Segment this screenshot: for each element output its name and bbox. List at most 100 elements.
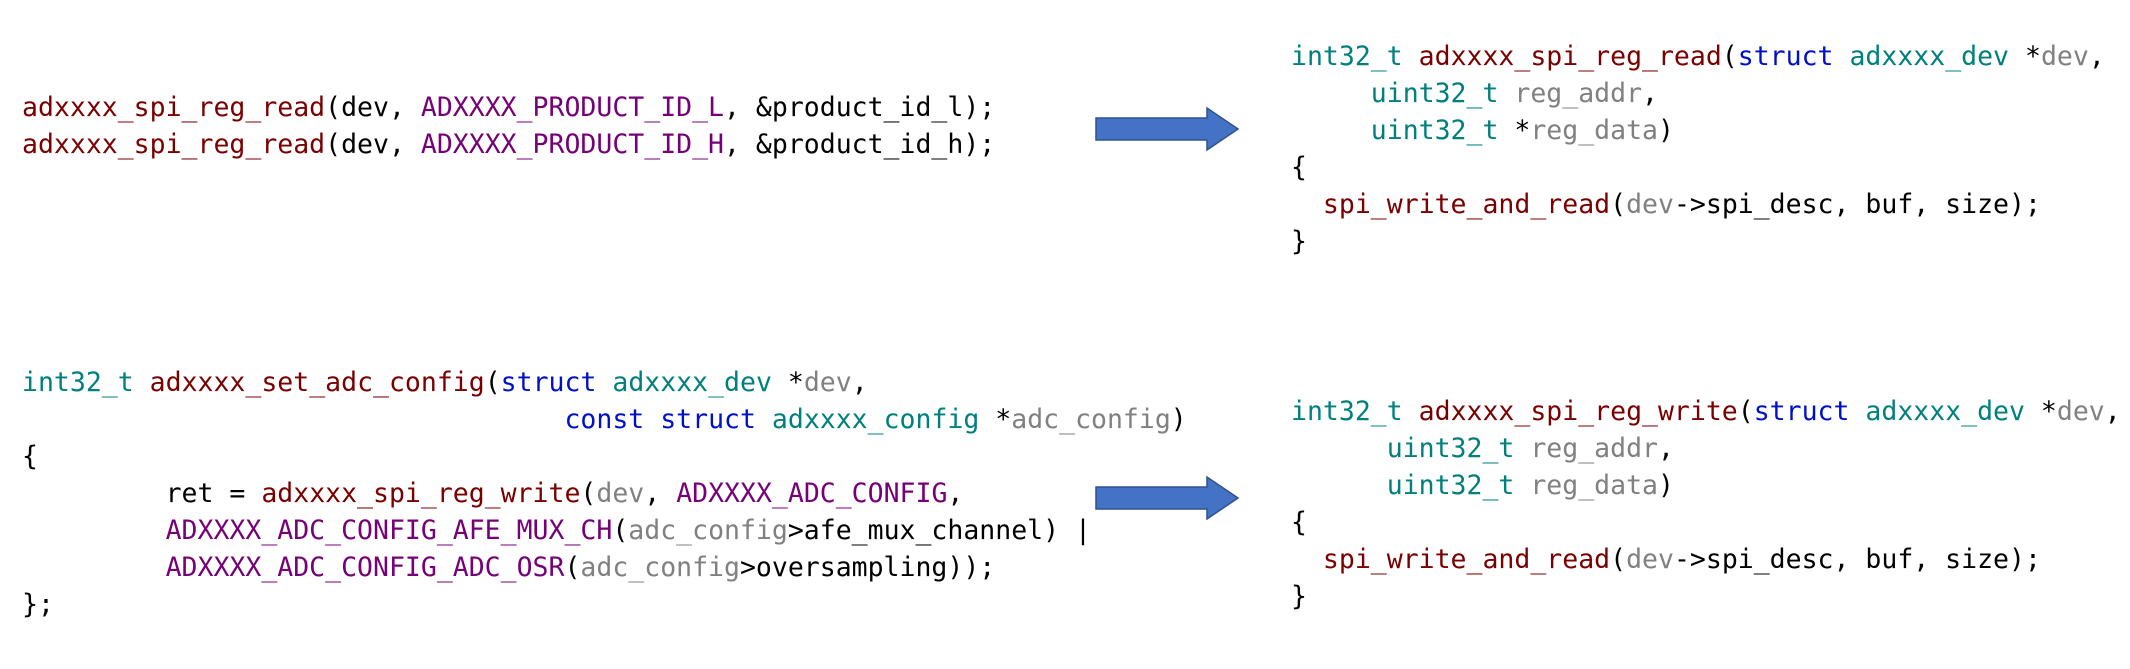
code-token: ( (580, 478, 597, 509)
code-token: , &product_id_l); (724, 92, 996, 123)
code-token: struct (500, 367, 597, 398)
code-token: }; (22, 589, 54, 620)
code-token: adxxxx_dev (1865, 396, 2025, 427)
code-token (1834, 41, 1850, 72)
code-token: ADXXXX_PRODUCT_ID_H (420, 129, 725, 160)
code-token (756, 404, 772, 435)
code-token: (dev, (325, 129, 421, 160)
code-line: spi_write_and_read(dev->spi_desc, buf, s… (1291, 544, 2041, 581)
code-line: uint32_t *reg_data) (1291, 115, 1674, 152)
code-token: uint32_t (1370, 115, 1499, 146)
code-token: , (851, 367, 868, 398)
code-token: , (2088, 41, 2105, 72)
code-token (1498, 78, 1514, 109)
code-token: uint32_t (1386, 470, 1515, 501)
code-token: struct (660, 404, 756, 435)
code-token (1291, 433, 1387, 464)
code-line: { (22, 441, 38, 478)
code-token: , &product_id_h); (724, 129, 996, 160)
code-token (1291, 470, 1387, 501)
code-line: adxxxx_spi_reg_read(dev, ADXXXX_PRODUCT_… (22, 129, 996, 166)
code-token: ) (1170, 404, 1187, 435)
code-block-def-spi-reg-read: int32_t adxxxx_spi_reg_read ( struct adxxx… (1291, 41, 2111, 255)
code-token: ) (1657, 470, 1674, 501)
code-token (1514, 433, 1530, 464)
code-token: adxxxx_spi_reg_write (261, 478, 581, 509)
code-token: reg_data (1530, 470, 1658, 501)
code-token: ( (1737, 396, 1754, 427)
code-token (1291, 544, 1323, 575)
code-token: adc_config (580, 552, 740, 583)
code-token: (dev, (325, 92, 421, 123)
code-token: , (1642, 78, 1658, 109)
code-token (1849, 396, 1865, 427)
code-token (1291, 115, 1371, 146)
code-token: , (644, 478, 677, 509)
code-token: int32_t (22, 367, 134, 398)
code-token: ADXXXX_ADC_CONFIG_ADC_OSR (165, 552, 565, 583)
code-line: ret = adxxxx_spi_reg_write(dev, ADXXXX_A… (22, 478, 964, 515)
code-token: adxxxx_dev (1849, 41, 2010, 72)
code-token: dev (596, 478, 645, 509)
code-token: uint32_t (1370, 78, 1499, 109)
code-line: int32_t adxxxx_set_adc_config(struct adx… (22, 367, 868, 404)
code-token: int32_t (1291, 396, 1403, 427)
code-token: reg_data (1530, 115, 1658, 146)
right-arrow-icon (1095, 475, 1240, 521)
code-token: } (1291, 226, 1307, 257)
code-token: ADXXXX_PRODUCT_ID_L (420, 92, 725, 123)
code-token: * (2024, 396, 2057, 427)
code-token: adxxxx_dev (612, 367, 772, 398)
code-line: ADXXXX_ADC_CONFIG_AFE_MUX_CH(adc_config>… (22, 515, 1091, 552)
code-token: adxxxx_config (771, 404, 980, 435)
code-line: }; (22, 589, 54, 626)
code-token: { (1291, 152, 1307, 183)
code-token: } (1291, 581, 1307, 612)
code-token: { (22, 441, 38, 472)
code-token: spi_write_and_read (1322, 544, 1611, 575)
code-token: adxxxx_spi_reg_read (1418, 41, 1722, 72)
code-line: int32_t adxxxx_spi_reg_read(struct adxxx… (1291, 41, 2105, 78)
code-token: , (1657, 433, 1674, 464)
code-token: int32_t (1291, 41, 1403, 72)
code-token: struct (1737, 41, 1834, 72)
code-line: uint32_t reg_addr, (1291, 433, 1674, 470)
code-token: * (2009, 41, 2041, 72)
code-token: dev (2056, 396, 2105, 427)
code-token: ( (484, 367, 501, 398)
code-token (596, 367, 612, 398)
code-token: dev (1626, 189, 1674, 220)
code-token (1514, 470, 1530, 501)
code-token (1403, 41, 1419, 72)
code-token: dev (1626, 544, 1674, 575)
code-token: ->spi_desc, buf, size); (1673, 544, 2041, 575)
code-token: adc_config (1011, 404, 1171, 435)
code-line: { (1291, 507, 1307, 544)
code-token (134, 367, 150, 398)
code-token: ( (612, 515, 629, 546)
code-token (22, 515, 166, 546)
code-line: { (1291, 152, 1307, 189)
code-token (1403, 396, 1419, 427)
code-token (1291, 78, 1371, 109)
code-block-def-set-adc-config: int32_t adxxxx_set_adc_config(struct adx… (22, 367, 1187, 630)
code-token (1291, 189, 1323, 220)
code-token: ) (1657, 115, 1674, 146)
code-token: dev (2040, 41, 2089, 72)
code-token: { (1291, 507, 1307, 538)
code-token: ( (1610, 544, 1627, 575)
code-line: uint32_t reg_data) (1291, 470, 1674, 507)
code-token: uint32_t (1386, 433, 1515, 464)
code-block-call-spi-reg-read: adxxxx_spi_reg_read(dev, ADXXXX_PRODUCT_… (22, 92, 1062, 166)
code-token: dev (803, 367, 852, 398)
code-token: ( (1610, 189, 1627, 220)
code-token (644, 404, 660, 435)
code-block-def-spi-reg-write: int32_t adxxxx_spi_reg_write(struct adxx… (1291, 396, 2121, 610)
code-token: * (1498, 115, 1531, 146)
code-token (22, 552, 166, 583)
code-token: reg_addr (1514, 78, 1643, 109)
code-line: int32_t adxxxx_spi_reg_write(struct adxx… (1291, 396, 2121, 433)
code-token: spi_write_and_read (1322, 189, 1611, 220)
code-line: } (1291, 226, 1307, 263)
code-token: , (947, 478, 964, 509)
